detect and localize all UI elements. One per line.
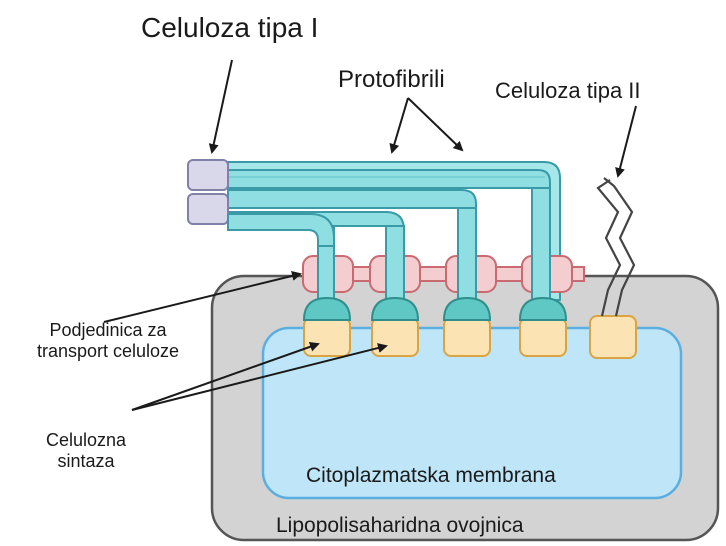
label-synthase-line1: Celulozna bbox=[26, 430, 146, 451]
label-synthase: Celulozna sintaza bbox=[26, 430, 146, 471]
cellulose-type-1-box-top bbox=[188, 160, 228, 190]
arrow-protofibrils-right bbox=[408, 98, 462, 150]
label-protofibrils: Protofibrili bbox=[338, 66, 445, 94]
synthase-unit-5 bbox=[590, 316, 636, 358]
label-cytoplasmic-membrane: Citoplazmatska membrana bbox=[306, 464, 556, 488]
cellulose-type-1-box-bottom bbox=[188, 194, 228, 224]
fibril-lower-branch bbox=[228, 214, 334, 246]
label-transport-subunit-line1: Podjedinica za bbox=[8, 320, 208, 341]
label-transport-subunit: Podjedinica za transport celuloze bbox=[8, 320, 208, 361]
arrow-cellulose-type-1 bbox=[212, 60, 232, 152]
label-cellulose-type-1: Celuloza tipa I bbox=[141, 12, 318, 44]
synthase-unit-4 bbox=[520, 298, 566, 356]
label-cellulose-type-2: Celuloza tipa II bbox=[495, 78, 641, 103]
arrow-cellulose-type-2 bbox=[618, 106, 636, 176]
label-transport-subunit-line2: transport celuloze bbox=[8, 341, 208, 362]
arrow-protofibrils-left bbox=[392, 98, 408, 152]
label-synthase-line2: sintaza bbox=[26, 451, 146, 472]
label-lps-envelope: Lipopolisaharidna ovojnica bbox=[276, 514, 524, 538]
synthase-unit-3 bbox=[444, 298, 490, 356]
